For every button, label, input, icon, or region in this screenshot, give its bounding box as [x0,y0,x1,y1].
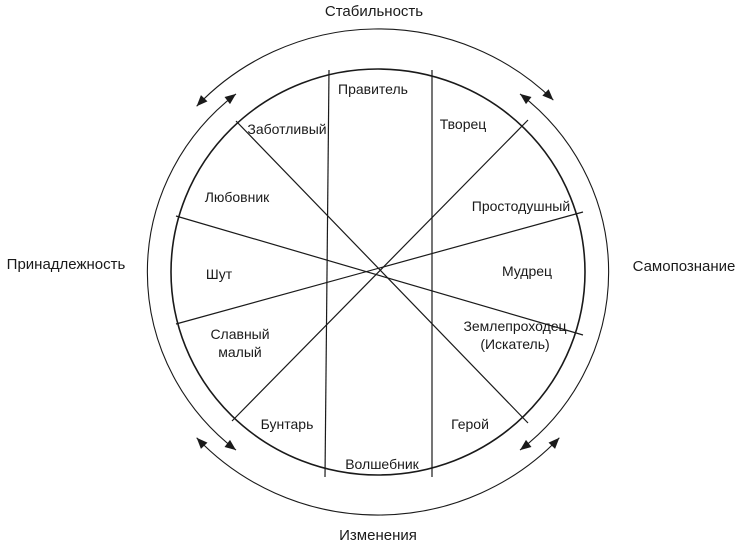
segment-zemleprokhodets-line-2: (Искатель) [480,336,549,352]
segment-geroy: Герой [451,416,489,432]
segment-zemleprokhodets-line-1: Землепроходец [463,318,566,334]
segment-shut: Шут [206,266,233,282]
arrow-right-head-start [519,93,532,105]
segment-mudrets: Мудрец [502,263,552,279]
arrow-bottom-arc [196,437,560,516]
axis-label-left: Принадлежность [7,256,126,273]
segment-slavny-maly-line-2: малый [218,344,261,360]
segment-slavny-maly-line-1: Славный [210,326,269,342]
arrow-left-arc [146,93,237,451]
segment-prostodushny: Простодушный [472,198,570,214]
arrow-left-head-start [224,93,237,105]
segment-volshebnik: Волшебник [345,456,419,472]
wheel-spoke [235,120,529,424]
wheel-spokes [175,69,584,478]
wheel-segment-labels: ПравительТворецПростодушныйМудрецЗемлепр… [205,81,571,472]
wheel-spoke [175,211,584,325]
direction-arrows [146,28,610,516]
arrow-left-head-end [224,439,237,451]
axis-label-right: Самопознание [633,258,736,275]
axis-label-bottom: Изменения [339,527,417,544]
segment-tvorets: Творец [440,116,487,132]
arrow-top-arc [196,28,554,107]
segment-buntar: Бунтарь [261,416,314,432]
wheel-outline [170,68,586,476]
segment-lyubovnik: Любовник [205,189,270,205]
segment-pravitel: Правитель [338,81,408,97]
arrow-bottom-head-end [196,437,208,449]
arrow-top-head-end [542,89,554,101]
wheel-spoke [175,215,584,336]
arrow-right-head-end [519,439,532,451]
wheel: ПравительТворецПростодушныйМудрецЗемлепр… [170,68,586,478]
axis-label-top: Стабильность [325,3,423,20]
wheel-spoke [324,69,330,478]
arrow-bottom-head-start [548,437,560,449]
segment-zabotlivy: Заботливый [247,121,326,137]
arrow-top-head-start [196,95,208,107]
arrow-right-arc [519,93,610,451]
